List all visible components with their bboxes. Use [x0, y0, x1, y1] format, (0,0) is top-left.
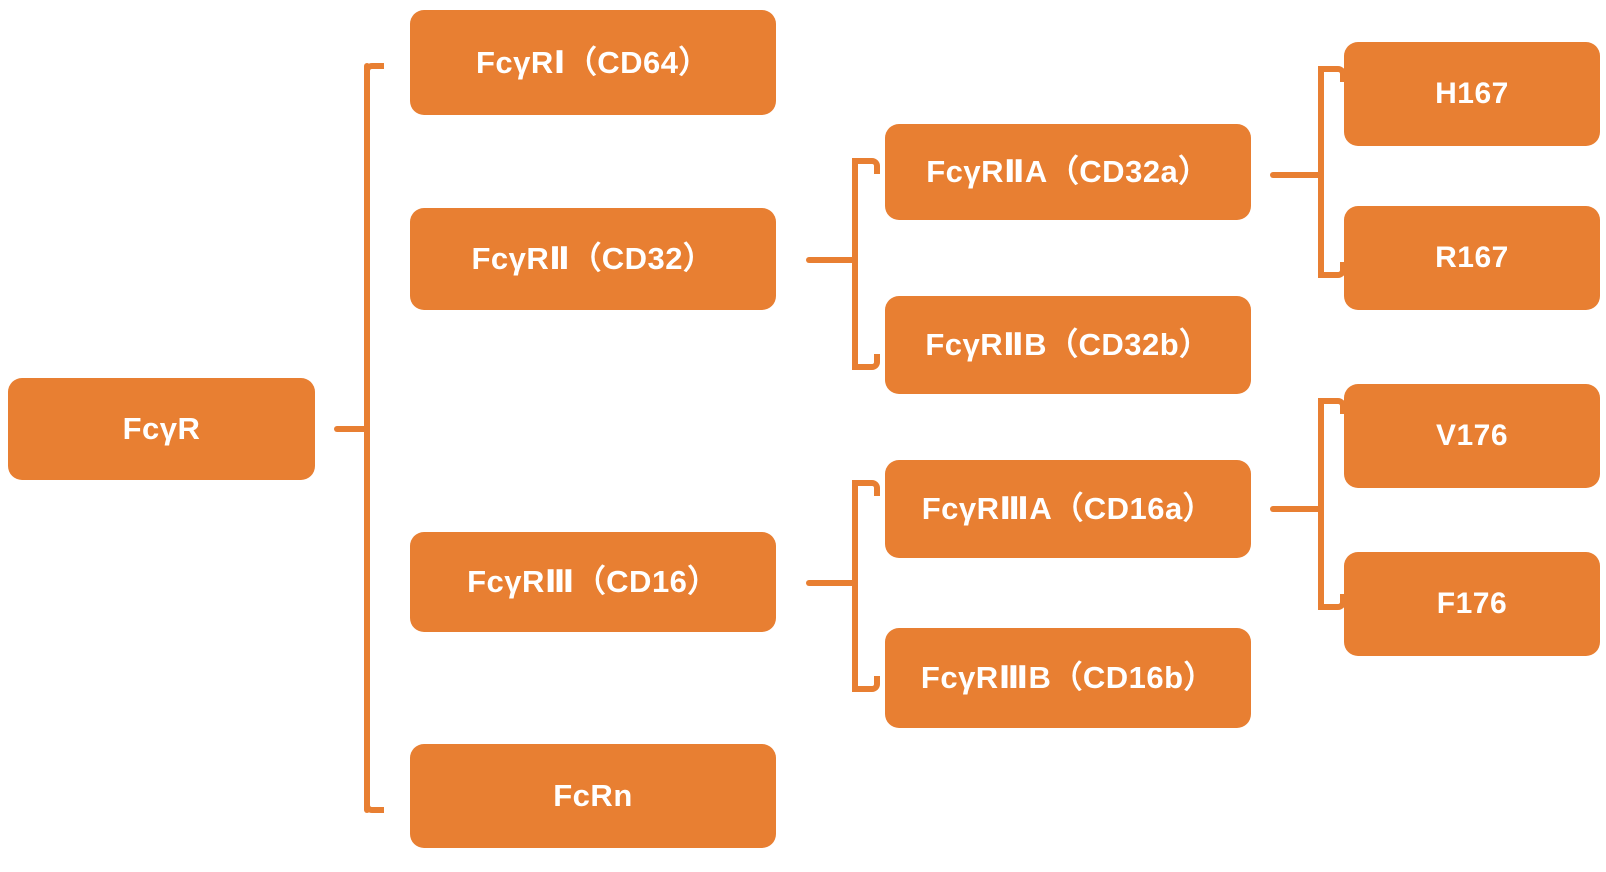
- bracket-corner-bottom: [364, 797, 384, 813]
- node-fcgr-root[interactable]: FcγR: [8, 378, 315, 480]
- node-fcrn[interactable]: FcRn: [410, 744, 776, 848]
- bracket-stem: [1270, 172, 1322, 178]
- node-fcgr1[interactable]: FcγRⅠ（CD64）: [410, 10, 776, 115]
- node-fcgr2b[interactable]: FcγRⅡB（CD32b）: [885, 296, 1251, 394]
- bracket-corner-bottom: [852, 676, 880, 692]
- node-fcgr2a[interactable]: FcγRⅡA（CD32a）: [885, 124, 1251, 220]
- node-h167[interactable]: H167: [1344, 42, 1600, 146]
- bracket-spine: [852, 158, 858, 370]
- bracket-corner-top: [364, 63, 384, 79]
- bracket-stem: [806, 257, 858, 263]
- bracket-corner-top: [1318, 398, 1346, 414]
- bracket-spine: [364, 63, 370, 813]
- node-f176[interactable]: F176: [1344, 552, 1600, 656]
- node-fcgr3a[interactable]: FcγRⅢA（CD16a）: [885, 460, 1251, 558]
- bracket-stem: [334, 426, 370, 432]
- bracket-corner-top: [852, 480, 880, 496]
- bracket-spine: [1318, 398, 1324, 610]
- bracket-stem: [1270, 506, 1322, 512]
- bracket-spine: [852, 480, 858, 692]
- bracket-spine: [1318, 66, 1324, 278]
- node-fcgr3b[interactable]: FcγRⅢB（CD16b）: [885, 628, 1251, 728]
- bracket-corner-top: [852, 158, 880, 174]
- bracket-corner-bottom: [1318, 594, 1346, 610]
- bracket-corner-bottom: [852, 354, 880, 370]
- bracket-corner-top: [1318, 66, 1346, 82]
- node-fcgr3[interactable]: FcγRⅢ（CD16）: [410, 532, 776, 632]
- bracket-stem: [806, 580, 858, 586]
- node-r167[interactable]: R167: [1344, 206, 1600, 310]
- node-fcgr2[interactable]: FcγRⅡ（CD32）: [410, 208, 776, 310]
- bracket-corner-bottom: [1318, 262, 1346, 278]
- node-v176[interactable]: V176: [1344, 384, 1600, 488]
